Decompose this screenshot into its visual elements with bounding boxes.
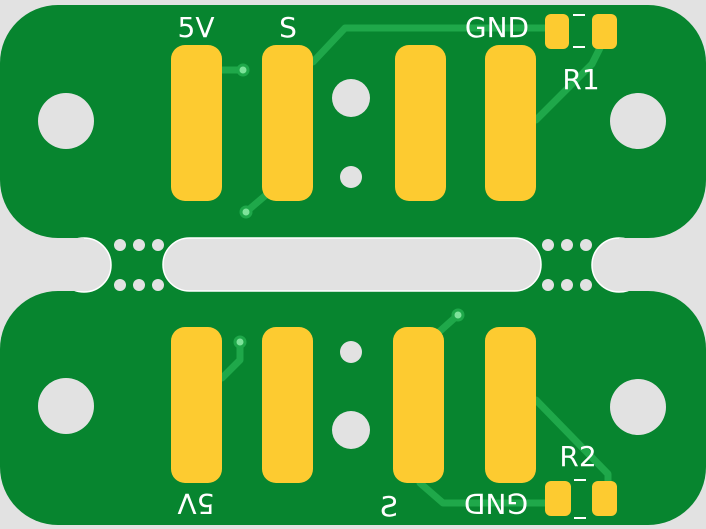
pad-signal — [262, 45, 313, 201]
label-5v: 5V — [178, 11, 215, 44]
mounting-hole — [38, 93, 94, 149]
pad-gnd — [485, 45, 536, 201]
drill-hole — [340, 341, 362, 363]
pad-gnd — [485, 327, 536, 483]
label-signal: S — [279, 11, 297, 44]
mouse-bites — [114, 239, 592, 291]
label-5v-mirrored: 5V — [178, 487, 215, 520]
bottom-pads — [171, 327, 617, 516]
r2-silk — [574, 517, 586, 519]
pad-5v — [171, 45, 222, 201]
r2-silk — [574, 479, 586, 481]
r1-pad-1 — [545, 14, 569, 49]
mounting-hole — [610, 379, 666, 435]
pad-3 — [395, 45, 446, 201]
drill-hole — [332, 79, 370, 117]
drill-hole — [340, 166, 362, 188]
r1-pad-2 — [592, 14, 617, 49]
pad-5v — [171, 327, 222, 483]
drill-hole — [332, 411, 370, 449]
routing-slot — [162, 237, 542, 292]
via — [451, 308, 465, 322]
label-gnd-mirrored: GND — [464, 487, 528, 520]
mounting-hole — [38, 378, 94, 434]
via — [236, 63, 250, 77]
r1-silk — [573, 46, 585, 48]
label-gnd: GND — [465, 11, 529, 44]
r2-pad-1 — [545, 481, 571, 516]
label-r2: R2 — [559, 440, 596, 473]
via — [239, 205, 253, 219]
r1-silk — [573, 14, 585, 16]
label-signal-mirrored: S — [380, 490, 398, 523]
top-pads — [171, 14, 617, 201]
mounting-hole — [610, 93, 666, 149]
r2-pad-2 — [592, 481, 617, 516]
via — [233, 335, 247, 349]
label-r1: R1 — [562, 63, 599, 96]
pad-signal — [393, 327, 444, 483]
pad-3 — [262, 327, 313, 483]
